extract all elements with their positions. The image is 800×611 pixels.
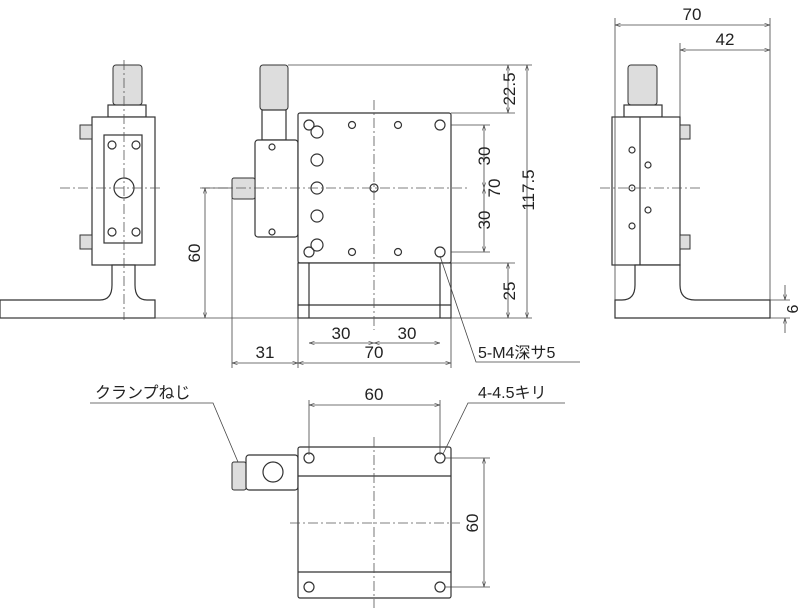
leader-line xyxy=(442,402,565,455)
mounting-hole xyxy=(393,120,403,130)
micrometer-head xyxy=(112,64,143,106)
screw-hole xyxy=(628,184,636,192)
clamp-knob xyxy=(231,461,247,491)
screw-head xyxy=(679,234,691,250)
tapped-holes-note: 5-M4深サ5 xyxy=(478,344,555,362)
micrometer-head xyxy=(259,64,289,111)
through-holes-note: 4-4.5キリ xyxy=(478,385,546,402)
side-bracket xyxy=(0,264,156,319)
stage-base xyxy=(297,262,452,319)
mounting-hole xyxy=(434,119,446,131)
stage-bottom-plate xyxy=(297,446,452,599)
through-hole xyxy=(303,581,315,593)
dim-117-5: 117.5 xyxy=(519,169,538,210)
left-side-view xyxy=(0,60,160,320)
dim-30a-vertical: 30 xyxy=(475,147,494,166)
mounting-hole xyxy=(310,238,324,252)
dim-60-bottom-width: 60 xyxy=(365,385,384,404)
dim-60-left: 60 xyxy=(185,244,204,263)
clamp-knob xyxy=(231,177,256,200)
dim-60-bottom-height: 60 xyxy=(463,514,482,533)
mounting-hole xyxy=(347,247,357,257)
leader-line xyxy=(439,255,580,363)
right-side-view xyxy=(600,64,771,319)
mounting-hole xyxy=(303,246,315,258)
micrometer-mount xyxy=(103,134,143,244)
screw-head xyxy=(679,124,691,140)
screw-hole xyxy=(644,206,652,214)
bottom-dimensions: 60 60 クランプねじ 4-4.5キリ xyxy=(90,384,565,588)
mounting-hole xyxy=(310,125,324,139)
front-view xyxy=(200,64,470,330)
screw-hole xyxy=(644,161,652,169)
screw-head xyxy=(79,124,93,140)
side-column xyxy=(611,116,681,266)
micrometer-bore xyxy=(262,461,284,483)
micrometer-sleeve xyxy=(623,104,663,118)
micrometer-head xyxy=(627,64,658,106)
leader-line xyxy=(90,402,239,463)
dim-30a-horizontal: 30 xyxy=(332,324,351,343)
dim-6: 6 xyxy=(785,304,800,313)
mounting-hole xyxy=(393,247,403,257)
dim-42-top: 42 xyxy=(716,30,735,49)
screw-hole xyxy=(131,227,141,237)
dim-22-5: 22.5 xyxy=(500,72,519,105)
mounting-hole xyxy=(268,228,276,236)
front-dimensions: 22.5 117.5 30 70 30 25 60 31 70 30 30 5-… xyxy=(0,64,580,368)
dim-30b-vertical: 30 xyxy=(475,211,494,230)
side-bracket xyxy=(614,264,771,319)
micrometer-sleeve xyxy=(107,104,147,118)
micrometer-mount xyxy=(245,454,299,491)
micrometer-sleeve xyxy=(261,109,287,141)
mounting-hole xyxy=(303,119,315,131)
mounting-hole xyxy=(268,143,276,151)
screw-hole xyxy=(628,222,636,230)
dim-25: 25 xyxy=(500,282,519,301)
mounting-hole xyxy=(347,120,357,130)
mounting-hole xyxy=(310,209,324,223)
micrometer-mount xyxy=(254,139,299,238)
bottom-view xyxy=(231,437,460,608)
screw-hole xyxy=(131,140,141,150)
right-dimensions: 70 42 6 xyxy=(614,5,800,333)
screw-hole xyxy=(107,140,117,150)
dim-31: 31 xyxy=(256,343,275,362)
screw-hole xyxy=(628,146,636,154)
screw-hole xyxy=(107,227,117,237)
dim-70-horizontal: 70 xyxy=(365,343,384,362)
dim-30b-horizontal: 30 xyxy=(398,324,417,343)
dim-70-top: 70 xyxy=(683,5,702,24)
clamp-screw-note: クランプねじ xyxy=(95,384,191,402)
mounting-hole xyxy=(310,153,324,167)
dim-70-vertical: 70 xyxy=(485,179,504,198)
screw-head xyxy=(79,234,93,250)
